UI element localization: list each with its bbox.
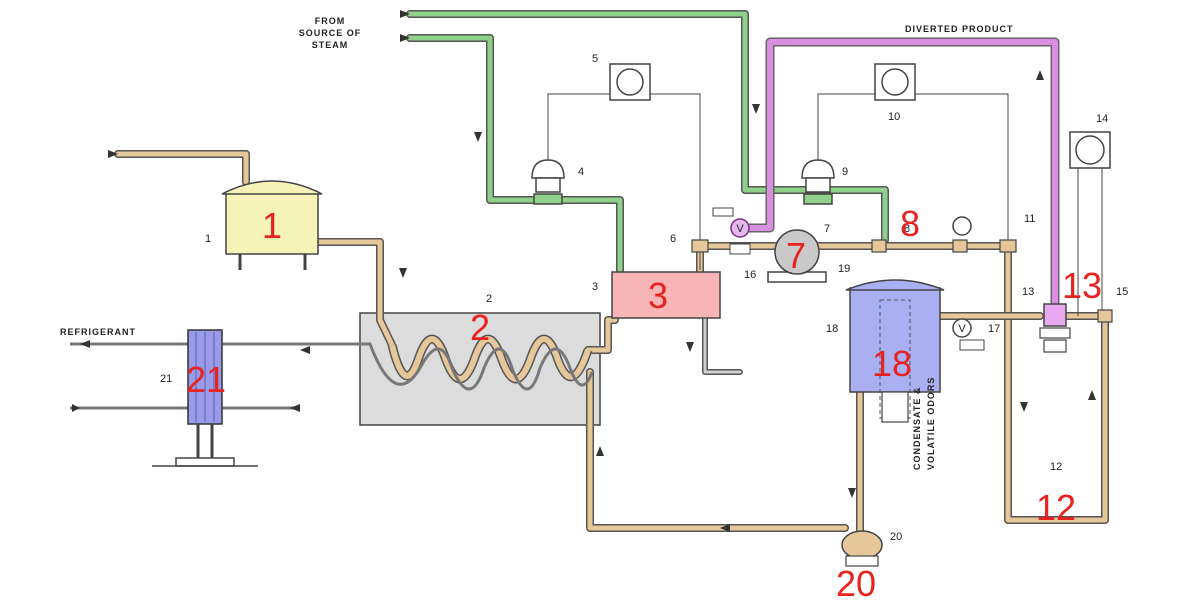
condensate-label-2: VOLATILE ODORS <box>926 377 936 470</box>
small-label-4: 4 <box>578 166 584 178</box>
big-label-8: 8 <box>900 203 920 244</box>
small-label-15: 15 <box>1116 286 1128 298</box>
steam-source-label-2: SOURCE OF <box>299 28 362 38</box>
big-label-7: 7 <box>786 235 806 276</box>
valve-v-label: V <box>736 223 744 235</box>
small-label-17: 17 <box>988 323 1000 335</box>
vacuum-tank-18 <box>845 279 945 423</box>
small-label-6: 6 <box>670 233 676 245</box>
big-label-3: 3 <box>648 275 668 316</box>
big-label-12: 12 <box>1036 487 1076 528</box>
supply-tank-1 <box>221 180 323 270</box>
big-label-1: 1 <box>262 205 282 246</box>
gauge-icon <box>952 216 972 236</box>
pump-7 <box>767 229 827 283</box>
big-label-20: 20 <box>836 563 876 600</box>
valve-17: V <box>952 318 985 351</box>
big-label-2: 2 <box>470 307 490 348</box>
vessel-2-coil <box>340 334 594 391</box>
small-label-2: 2 <box>486 293 492 305</box>
small-label-11: 11 <box>1024 213 1035 225</box>
refrigerant-label: REFRIGERANT <box>60 327 136 337</box>
steam-pipes <box>406 10 889 274</box>
control-valves <box>531 159 835 205</box>
big-label-13: 13 <box>1062 265 1102 306</box>
header-fittings <box>691 239 1113 323</box>
instruments <box>609 63 1111 169</box>
small-label-18: 18 <box>826 323 838 335</box>
small-label-8: 8 <box>904 223 910 235</box>
diverted-pipe <box>737 37 1060 315</box>
small-labels: 1 2 3 4 5 6 7 8 9 10 11 12 13 14 15 16 1… <box>160 53 1128 543</box>
steam-source-label-1: FROM <box>315 16 346 26</box>
big-label-21: 21 <box>186 359 226 400</box>
steam-source-label-3: STEAM <box>312 40 349 50</box>
diverted-product-label: DIVERTED PRODUCT <box>905 24 1014 34</box>
small-label-3: 3 <box>592 281 598 293</box>
small-label-19: 19 <box>838 263 850 275</box>
heater-3 <box>611 271 721 319</box>
small-label-21: 21 <box>160 373 172 385</box>
small-label-13: 13 <box>1022 286 1034 298</box>
small-label-16: 16 <box>744 269 756 281</box>
big-labels: 1 2 3 7 8 12 13 18 20 21 <box>186 203 1102 600</box>
signal-lines <box>547 93 1103 316</box>
small-label-1: 1 <box>205 233 211 245</box>
big-label-18: 18 <box>872 343 912 384</box>
small-label-10: 10 <box>888 111 900 123</box>
diversion-valve: V <box>712 207 751 255</box>
small-label-9: 9 <box>842 166 848 178</box>
small-label-20: 20 <box>890 531 902 543</box>
small-label-14: 14 <box>1096 113 1108 125</box>
condensate-label-1: CONDENSATE & <box>912 387 922 470</box>
pump-20 <box>841 530 883 567</box>
small-label-5: 5 <box>592 53 598 65</box>
valve-17-label: V <box>958 323 966 335</box>
diversion-valve-13 <box>1039 303 1071 353</box>
flow-arrows <box>108 10 1096 532</box>
small-label-12: 12 <box>1050 461 1062 473</box>
heat-exchanger-21 <box>152 329 258 467</box>
small-label-7: 7 <box>824 223 830 235</box>
